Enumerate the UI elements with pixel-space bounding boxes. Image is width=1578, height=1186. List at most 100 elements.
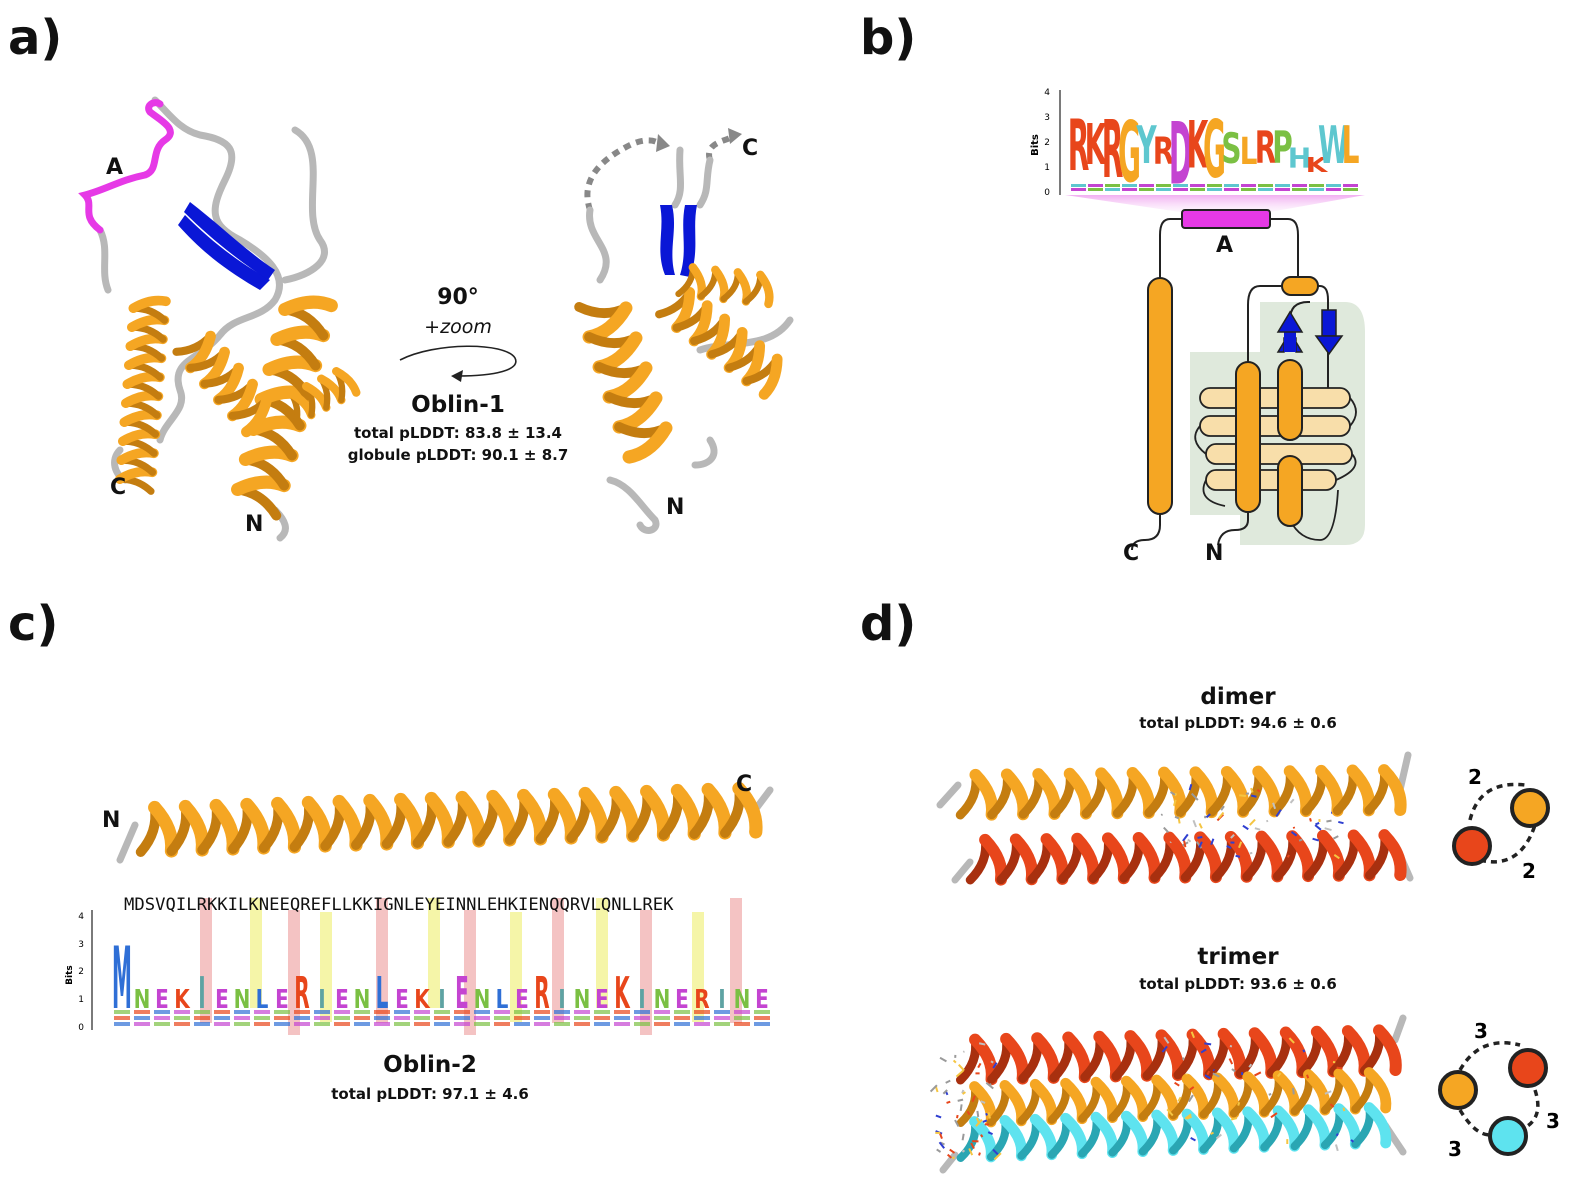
logo-minor-letter (434, 1010, 450, 1014)
oblin2-label-c: C (736, 772, 753, 797)
oblin1r-helix-1-turn-front (622, 421, 673, 464)
trimer-side-chain (947, 1153, 953, 1159)
trimer-side-chain (966, 1110, 971, 1116)
tick-4: 4 (1044, 88, 1050, 98)
oblin1-label-a: A (106, 155, 124, 180)
oblin1-helix-4-turn-front (332, 367, 361, 397)
oblin1-helix-3-turn-front (241, 394, 272, 438)
trimer-side-chain (992, 1148, 999, 1156)
trimer-side-chain (1324, 1090, 1332, 1095)
dimer-side-chain (1210, 838, 1215, 846)
trimer-side-chain (1329, 1103, 1335, 1108)
oblin1-label-n: N (245, 512, 264, 537)
trimer-side-chain (1190, 1137, 1196, 1142)
helix-tiny (1281, 276, 1319, 296)
logo-minor-letter (274, 1022, 290, 1026)
dimer-side-chain (1266, 819, 1269, 823)
trimer-side-chain (936, 1148, 942, 1153)
logo-minor-letter (674, 1022, 690, 1026)
logo-letter: G (1203, 105, 1226, 197)
logo-minor-letter (454, 1010, 470, 1014)
logo-minor-letter (594, 1010, 610, 1014)
logo-minor-letter (134, 1016, 150, 1020)
dimer-side-chain (1314, 824, 1322, 831)
logo-letter: I (718, 984, 725, 1014)
logo-minor-letter (434, 1022, 450, 1026)
dimer-side-chain (1242, 824, 1249, 831)
trimer-side-chain (961, 1089, 965, 1094)
trimer-side-chain (1288, 1037, 1295, 1044)
logo-minor-letter (1275, 184, 1290, 187)
dimer-side-chain (1230, 834, 1235, 839)
topology-label-c: C (1123, 541, 1140, 566)
logo-minor-letter (1156, 188, 1171, 191)
dimer-side-chain (1249, 851, 1253, 855)
dimer-side-chain (1249, 818, 1256, 826)
logo-highlight-yellow (596, 898, 608, 1008)
logo-letter: R (1068, 106, 1090, 187)
trimer-side-chain (1277, 1072, 1282, 1078)
logo-minor-letter (354, 1016, 370, 1020)
logo-letter: E (275, 984, 289, 1014)
logo-minor-letter (1156, 184, 1171, 187)
motif-a-box (1181, 209, 1271, 229)
logo-minor-letter (474, 1022, 490, 1026)
oblin1-helix-2-turn-front (278, 295, 338, 317)
logo-minor-letter (154, 1010, 170, 1014)
trimer-side-chain (958, 1063, 965, 1072)
helix-short-2 (1277, 455, 1303, 527)
logo-minor-letter (634, 1022, 650, 1026)
trimer-side-chain (1302, 1049, 1306, 1053)
logo-letter: H (1288, 142, 1311, 175)
chain-a-circle (1510, 788, 1550, 828)
logo-minor-letter (254, 1022, 270, 1026)
dimer-side-chain (1198, 841, 1203, 848)
oblin2-plddt-total: total pLDDT: 97.1 ± 4.6 (331, 1085, 529, 1103)
logo-minor-letter (334, 1016, 350, 1020)
trimer-side-chain (993, 1152, 1002, 1161)
dimer-count-1: 2 (1468, 765, 1482, 789)
logo-minor-letter (294, 1010, 310, 1014)
trimer-side-chain (1335, 1144, 1339, 1152)
trimer-side-chain (962, 1050, 965, 1053)
logo-minor-letter (294, 1022, 310, 1026)
trimer-side-chain (945, 1079, 951, 1084)
logo-highlight-red (640, 910, 652, 1035)
dimer-side-chain (1226, 845, 1232, 850)
logo-minor-letter (734, 1022, 750, 1026)
logo-minor-letter (314, 1010, 330, 1014)
logo-letter: K (1187, 106, 1210, 183)
logo-minor-letter (194, 1016, 210, 1020)
dimer-side-chain (1197, 836, 1203, 839)
dimer-side-chain (1174, 815, 1180, 820)
panel-label-d: d) (860, 596, 917, 652)
logo-minor-letter (1275, 188, 1290, 191)
logo-minor-letter (354, 1010, 370, 1014)
logo-letter: E (155, 984, 169, 1014)
logo-minor-letter (1088, 188, 1103, 191)
trimer-side-chain (961, 1133, 965, 1141)
dimer-side-chain (1333, 854, 1340, 860)
trimer-side-chain (1212, 1068, 1216, 1072)
logo-minor-letter (1343, 188, 1358, 191)
logo-minor-letter (1207, 184, 1222, 187)
trimer-side-chain (1342, 1107, 1346, 1112)
trimer-side-chain (952, 1059, 957, 1064)
trimer-side-chain (977, 1062, 982, 1069)
logo-minor-letter (654, 1010, 670, 1014)
trimer-side-chain (985, 1112, 988, 1116)
dimer-plddt: total pLDDT: 94.6 ± 0.6 (1139, 714, 1337, 732)
topology-label-n: N (1205, 541, 1224, 566)
logo-letter: R (694, 984, 710, 1014)
logo-letter: M (112, 928, 132, 1029)
logo-minor-letter (234, 1016, 250, 1020)
logo-minor-letter (414, 1010, 430, 1014)
chain-b-circle (1452, 826, 1492, 866)
trimer-side-chain (1270, 1112, 1278, 1119)
dimer-side-chain (1200, 833, 1208, 841)
logo-minor-letter (154, 1022, 170, 1026)
dimer-side-chain (1205, 813, 1211, 819)
dimer-side-chain (1173, 799, 1177, 807)
logo-minor-letter (674, 1016, 690, 1020)
